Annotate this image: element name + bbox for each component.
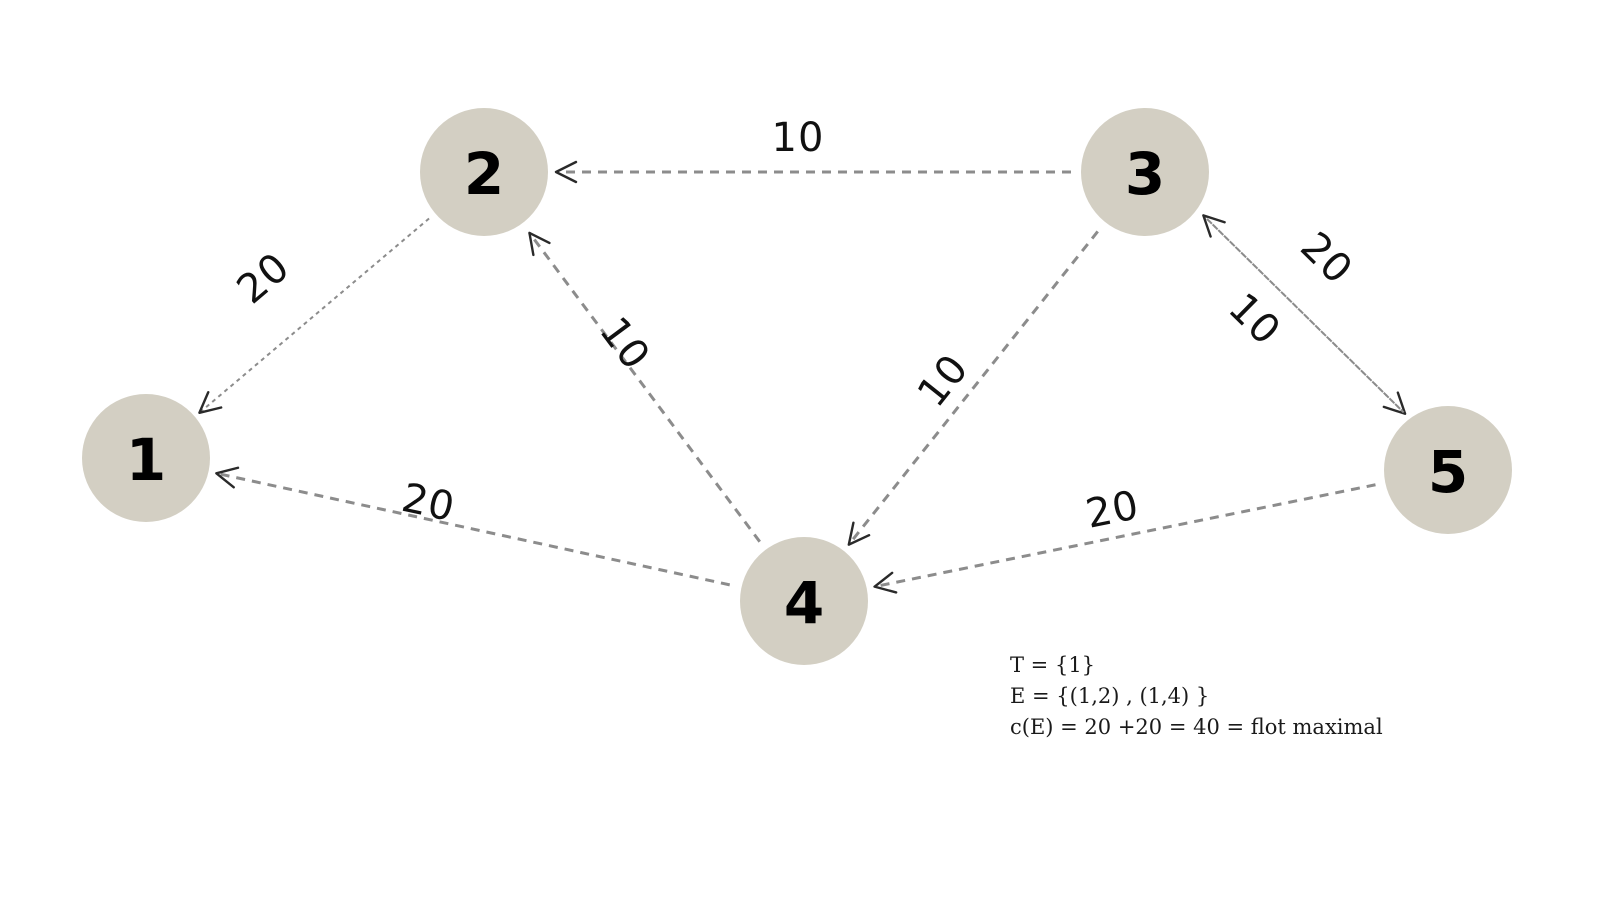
notes-edge-set: E = {(1,2) , (1,4) } bbox=[1010, 684, 1210, 708]
edge-line bbox=[216, 471, 731, 587]
node-label: 1 bbox=[126, 426, 166, 494]
node-label: 3 bbox=[1125, 140, 1165, 208]
edge-weight-label: 20 bbox=[1291, 224, 1361, 294]
arrow-head-icon bbox=[554, 160, 578, 184]
arrow-head-icon bbox=[215, 466, 240, 489]
notes-capacity-sum: c(E) = 20 +20 = 40 = flot maximal bbox=[1010, 715, 1383, 739]
arrow-head-icon bbox=[528, 231, 551, 257]
arrow-head-icon bbox=[873, 571, 898, 594]
node-label: 2 bbox=[464, 140, 504, 208]
edge-3-to-4: 10 bbox=[847, 230, 1099, 546]
node-circle bbox=[420, 108, 548, 236]
edge-line bbox=[1202, 214, 1406, 415]
edge-line bbox=[847, 230, 1099, 546]
edge-line bbox=[874, 483, 1376, 589]
edge-4-to-2: 10 bbox=[528, 231, 761, 543]
edge-line bbox=[528, 232, 761, 543]
node-2: 2 bbox=[420, 108, 548, 236]
edge-weight-label: 10 bbox=[1219, 285, 1289, 355]
node-label: 5 bbox=[1428, 438, 1468, 506]
notes-terminal-set: T = {1} bbox=[1010, 653, 1096, 677]
node-label: 4 bbox=[784, 569, 824, 637]
arrow-head-icon bbox=[1202, 214, 1226, 238]
arrow-head-icon bbox=[1382, 391, 1407, 415]
edge-weight-label: 20 bbox=[398, 475, 459, 531]
edge-5-to-4: 20 bbox=[873, 482, 1376, 594]
arrow-head-icon bbox=[847, 521, 871, 546]
edge-line bbox=[198, 217, 430, 414]
notes-block: T = {1} E = {(1,2) , (1,4) } c(E) = 20 +… bbox=[1010, 650, 1383, 743]
edge-weight-label: 10 bbox=[909, 346, 978, 416]
edge-weight-label: 10 bbox=[590, 309, 659, 379]
node-circle bbox=[1081, 108, 1209, 236]
node-circle bbox=[82, 394, 210, 522]
node-circle bbox=[740, 537, 868, 665]
edge-weight-label: 20 bbox=[1082, 482, 1143, 538]
arrow-head-icon bbox=[198, 391, 223, 414]
edge-2-to-1: 20 bbox=[198, 217, 430, 414]
nodes-layer: 1 2 3 4 5 bbox=[82, 108, 1512, 665]
edge-weight-label: 20 bbox=[229, 244, 299, 313]
edge-weight-label: 10 bbox=[772, 115, 825, 161]
edge-line bbox=[1202, 214, 1405, 414]
node-circle bbox=[1384, 406, 1512, 534]
node-3: 3 bbox=[1081, 108, 1209, 236]
node-1: 1 bbox=[82, 394, 210, 522]
edge-4-to-1: 20 bbox=[215, 466, 731, 587]
edge-3-to-2: 10 bbox=[554, 115, 1071, 184]
node-5: 5 bbox=[1384, 406, 1512, 534]
node-4: 4 bbox=[740, 537, 868, 665]
